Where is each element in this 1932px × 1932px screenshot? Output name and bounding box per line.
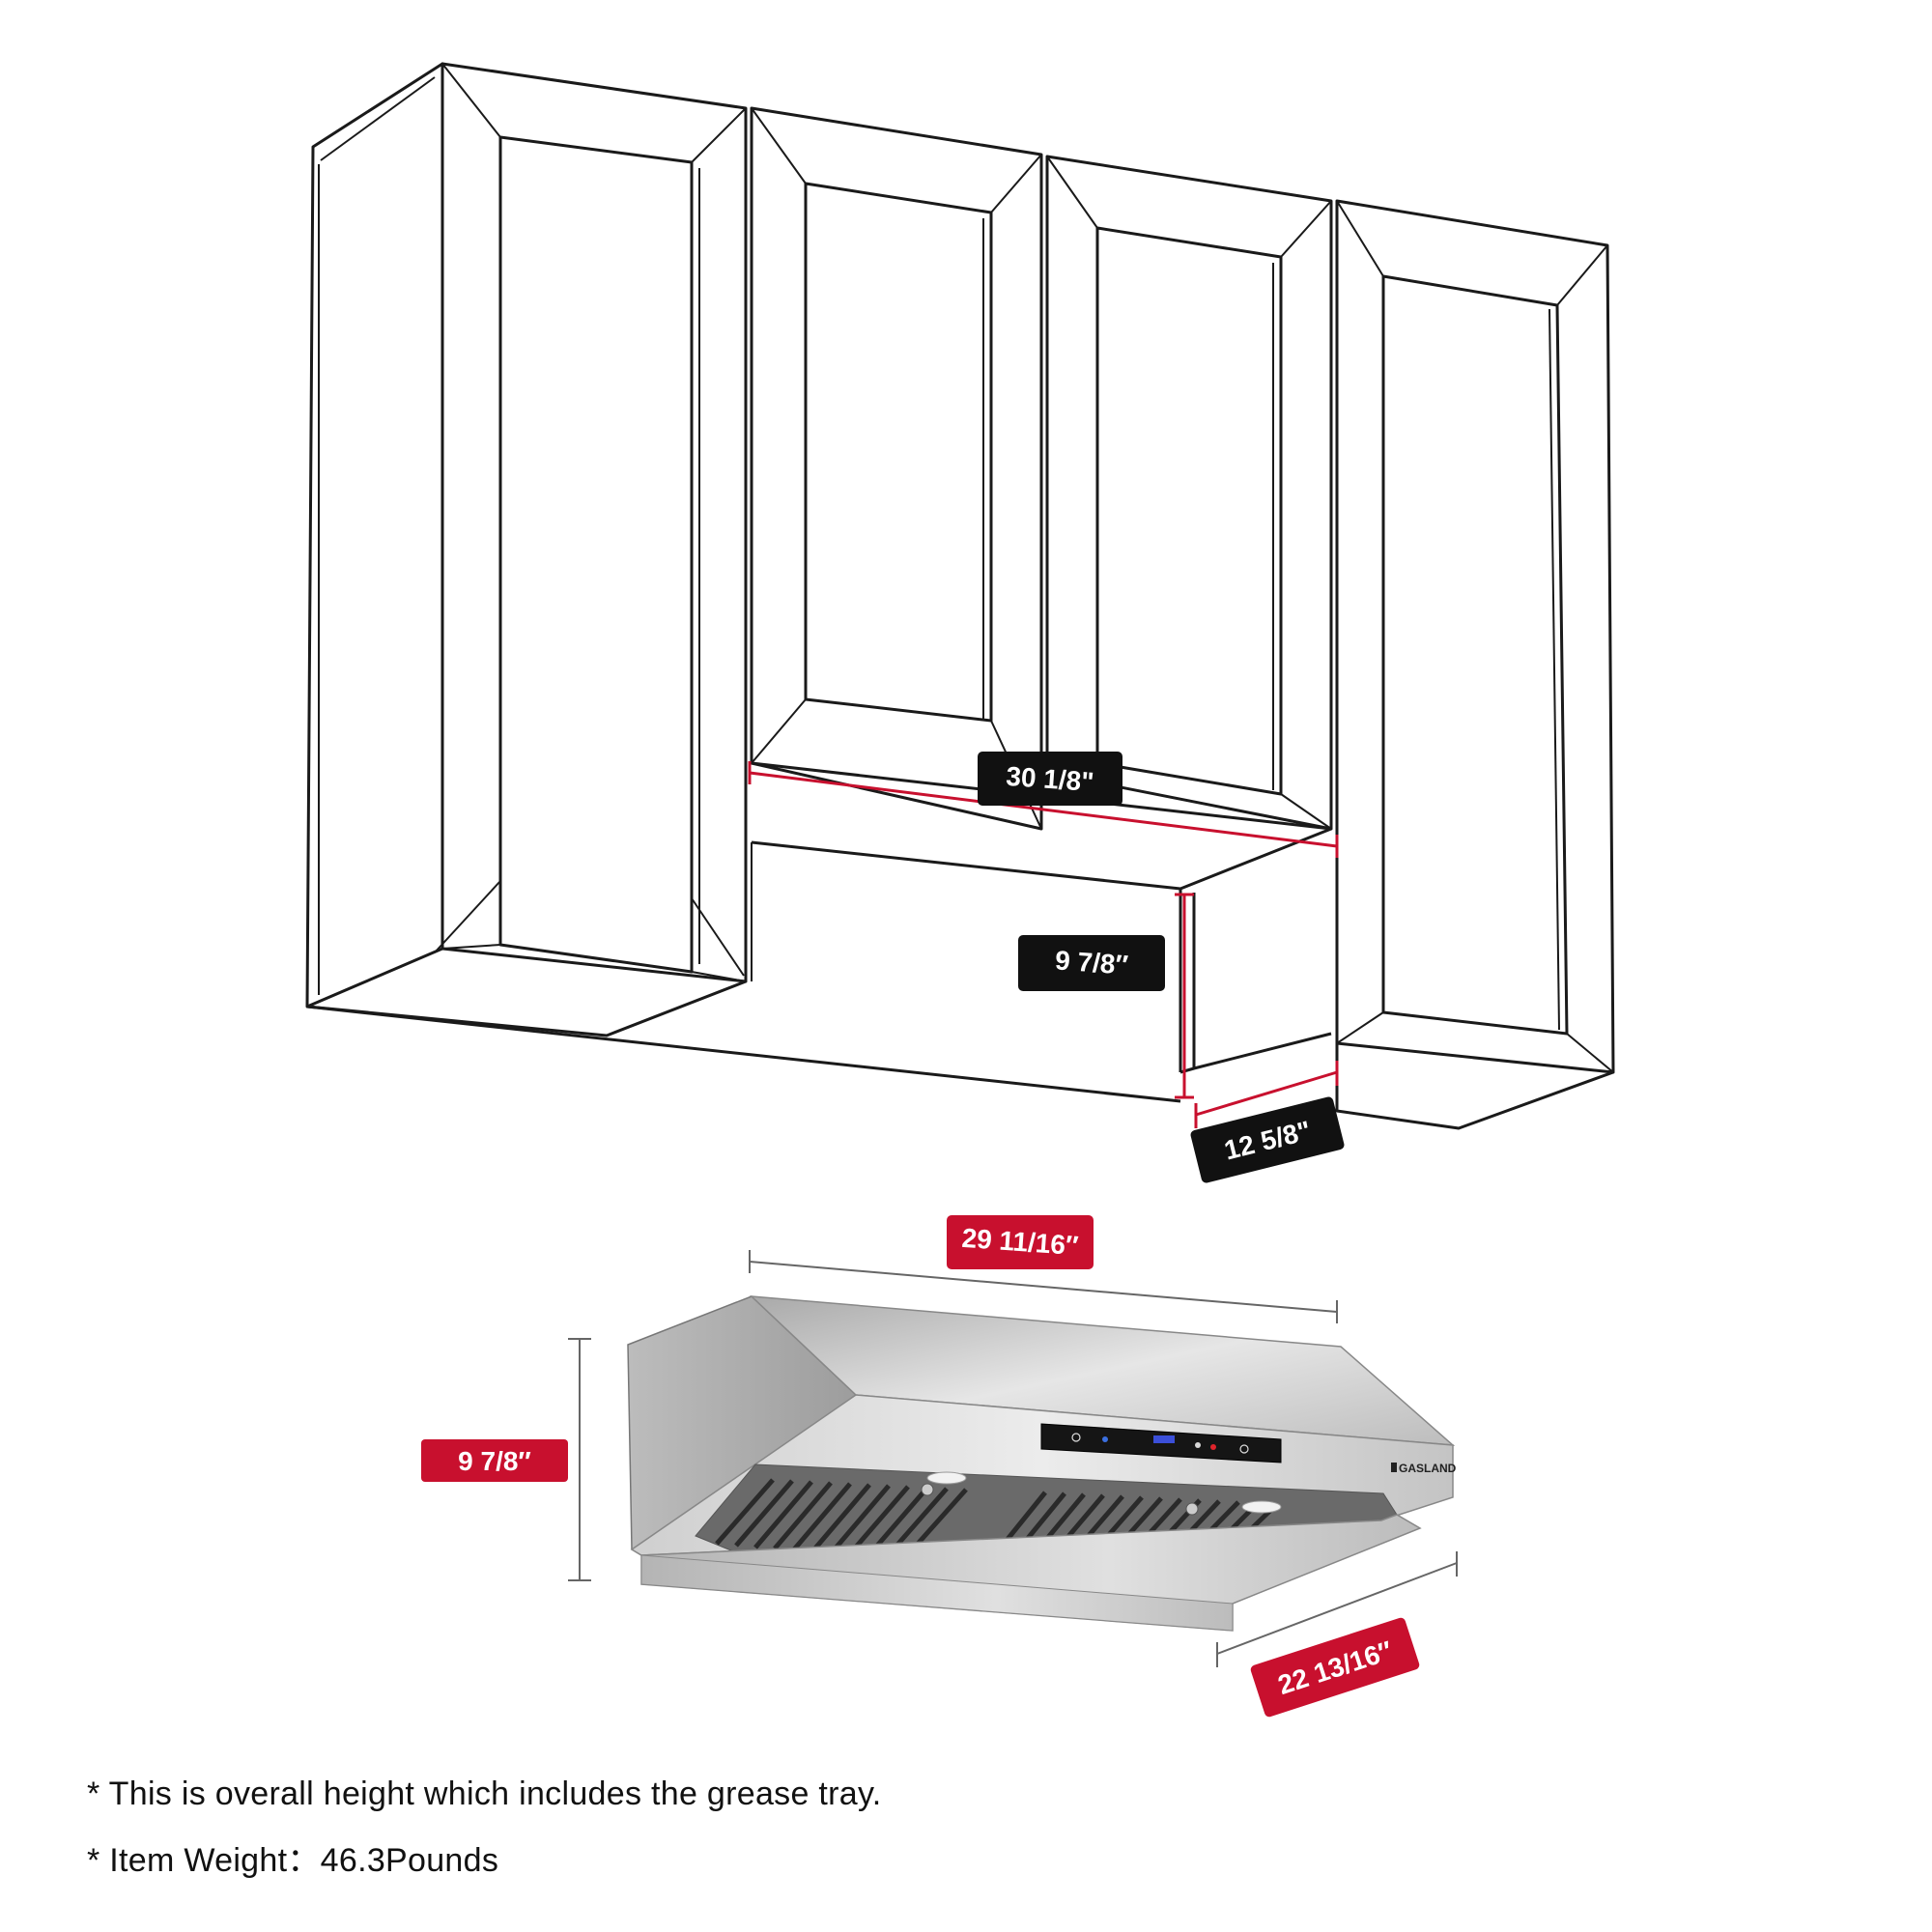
note-item-weight: * Item Weight：46.3Pounds (87, 1842, 499, 1879)
label-opening-height-text: 9 7/8″ (1054, 945, 1129, 980)
control-panel (1040, 1423, 1282, 1463)
label-opening-depth: 12 5/8" (1190, 1096, 1345, 1183)
note-overall-height: * This is overall height which includes … (87, 1776, 882, 1812)
brand-name: GASLAND (1399, 1462, 1457, 1475)
dim-opening-width (748, 761, 1339, 858)
fan-icon (1102, 1436, 1108, 1442)
label-hood-height: 9 7/8″ (421, 1439, 568, 1482)
filter-knob-left (921, 1483, 934, 1496)
right-cabinet-door (1335, 199, 1615, 1130)
filter-knob-right (1185, 1502, 1199, 1516)
dim-hood-width (749, 1250, 1338, 1323)
label-opening-width-text: 30 1/8" (1005, 761, 1094, 797)
dim-opening-depth (1194, 1061, 1339, 1128)
brand-logo: GASLAND (1391, 1462, 1457, 1475)
left-cabinet-door (434, 62, 748, 983)
range-hood: GASLAND (627, 1295, 1457, 1632)
label-opening-height: 9 7/8″ (1018, 935, 1165, 991)
label-hood-height-text: 9 7/8″ (458, 1446, 531, 1476)
dim-hood-height (568, 1338, 591, 1581)
center-cabinet-door-2 (1045, 155, 1333, 831)
cabinet-assembly (305, 62, 1615, 1130)
light-button-icon (1210, 1444, 1216, 1450)
left-cabinet-side (305, 62, 444, 1009)
left-cabinet-bottom (306, 980, 747, 1037)
power-icon (1071, 1433, 1081, 1442)
display-readout (1153, 1435, 1175, 1443)
dim-hood-depth (1216, 1551, 1458, 1667)
dim-opening-height (1175, 893, 1194, 1099)
timer-icon (1195, 1442, 1201, 1448)
hood-light-left (926, 1471, 967, 1485)
hood-opening (306, 761, 1338, 1103)
settings-icon (1239, 1444, 1249, 1454)
baffle-filters (715, 1478, 1279, 1554)
label-hood-width: 29 11/16″ (947, 1215, 1094, 1269)
center-cabinet-door-1 (750, 106, 1043, 831)
label-opening-width: 30 1/8" (978, 752, 1122, 806)
hood-light-right (1241, 1500, 1282, 1514)
